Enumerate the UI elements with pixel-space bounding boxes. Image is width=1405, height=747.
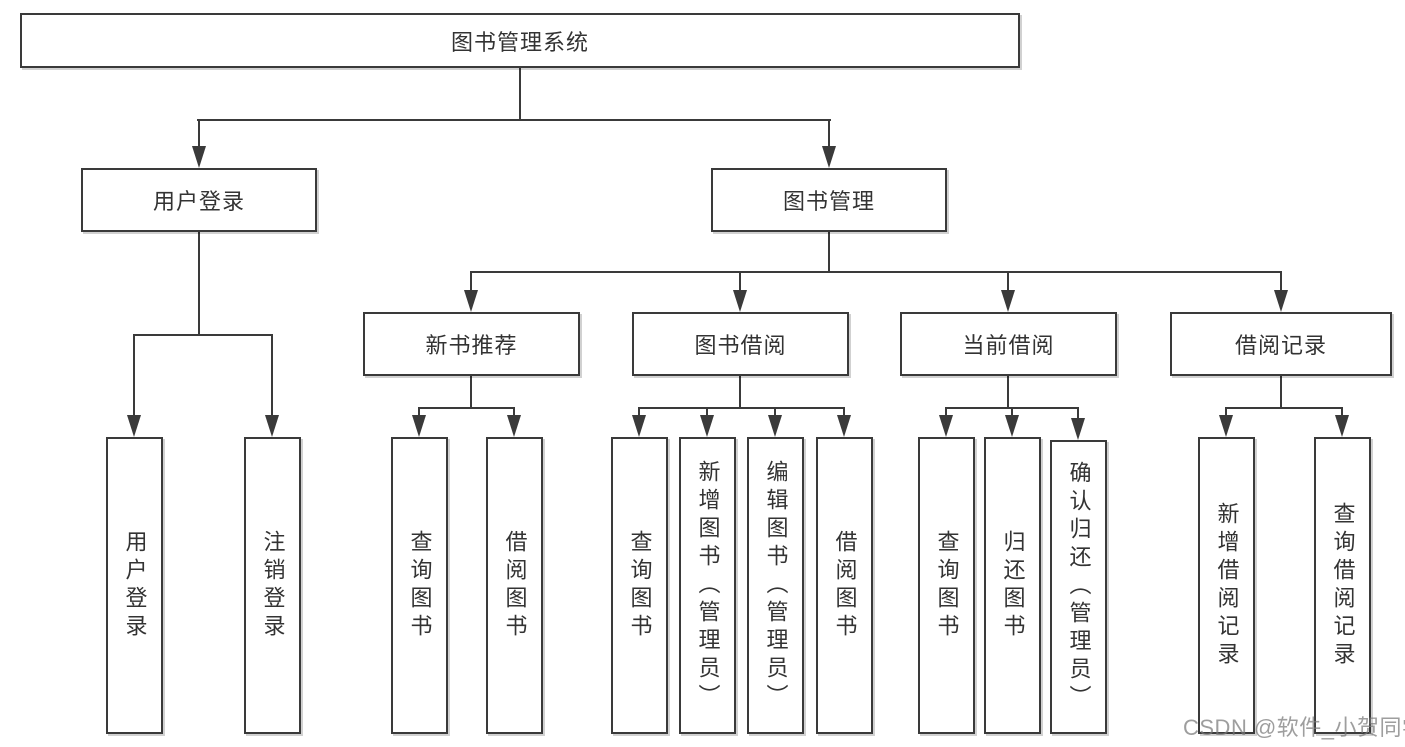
leaf-add-borrow-record: 新增借阅记录: [1198, 437, 1255, 734]
leaf-query-books-borrowing-label: 查询图书: [627, 529, 653, 642]
leaf-return-books-label: 归还图书: [1000, 529, 1026, 642]
csdn-watermark: CSDN @软件_小贺同学: [1183, 715, 1405, 740]
leaf-user-login: 用户登录: [106, 437, 163, 734]
leaf-edit-books-admin: 编辑图书（管理员）: [747, 437, 804, 734]
leaf-query-books-borrowing: 查询图书: [611, 437, 668, 734]
leaf-logout-label: 注销登录: [260, 529, 286, 642]
node-user-login: 用户登录: [81, 168, 317, 232]
node-root-system: 图书管理系统: [20, 13, 1020, 68]
leaf-add-books-admin: 新增图书（管理员）: [679, 437, 736, 734]
node-book-management: 图书管理: [711, 168, 947, 232]
node-book-management-label: 图书管理: [782, 189, 875, 214]
node-new-book-recommend-label: 新书推荐: [425, 333, 518, 358]
node-book-borrowing-label: 图书借阅: [694, 333, 787, 358]
node-user-login-label: 用户登录: [152, 189, 245, 214]
leaf-query-books-current-label: 查询图书: [934, 529, 960, 642]
leaf-logout: 注销登录: [244, 437, 301, 734]
leaf-borrow-books-recommend-label: 借阅图书: [502, 529, 528, 642]
leaf-borrow-books-borrowing-label: 借阅图书: [832, 529, 858, 642]
leaf-query-borrow-record-label: 查询借阅记录: [1330, 501, 1356, 670]
leaf-query-books-recommend: 查询图书: [391, 437, 448, 734]
node-borrowing-records-label: 借阅记录: [1234, 333, 1327, 358]
node-root-system-label: 图书管理系统: [450, 29, 589, 55]
leaf-query-books-recommend-label: 查询图书: [407, 529, 433, 642]
leaf-user-login-label: 用户登录: [122, 529, 148, 642]
node-new-book-recommend: 新书推荐: [363, 312, 580, 376]
leaf-borrow-books-borrowing: 借阅图书: [816, 437, 873, 734]
leaf-add-borrow-record-label: 新增借阅记录: [1214, 501, 1240, 670]
leaf-borrow-books-recommend: 借阅图书: [486, 437, 543, 734]
node-book-borrowing: 图书借阅: [632, 312, 849, 376]
leaf-confirm-return-admin-label: 确认归还（管理员）: [1066, 461, 1092, 713]
leaf-query-books-current: 查询图书: [918, 437, 975, 734]
arrowheads: [127, 146, 1349, 440]
leaf-confirm-return-admin: 确认归还（管理员）: [1050, 440, 1107, 734]
node-borrowing-records: 借阅记录: [1170, 312, 1392, 376]
leaf-return-books: 归还图书: [984, 437, 1041, 734]
leaf-add-books-admin-label: 新增图书（管理员）: [695, 459, 721, 712]
leaf-edit-books-admin-label: 编辑图书（管理员）: [763, 459, 789, 712]
node-current-borrowing: 当前借阅: [900, 312, 1117, 376]
node-current-borrowing-label: 当前借阅: [962, 333, 1055, 358]
tree-edges: [133, 67, 1343, 424]
leaf-query-borrow-record: 查询借阅记录: [1314, 437, 1371, 734]
